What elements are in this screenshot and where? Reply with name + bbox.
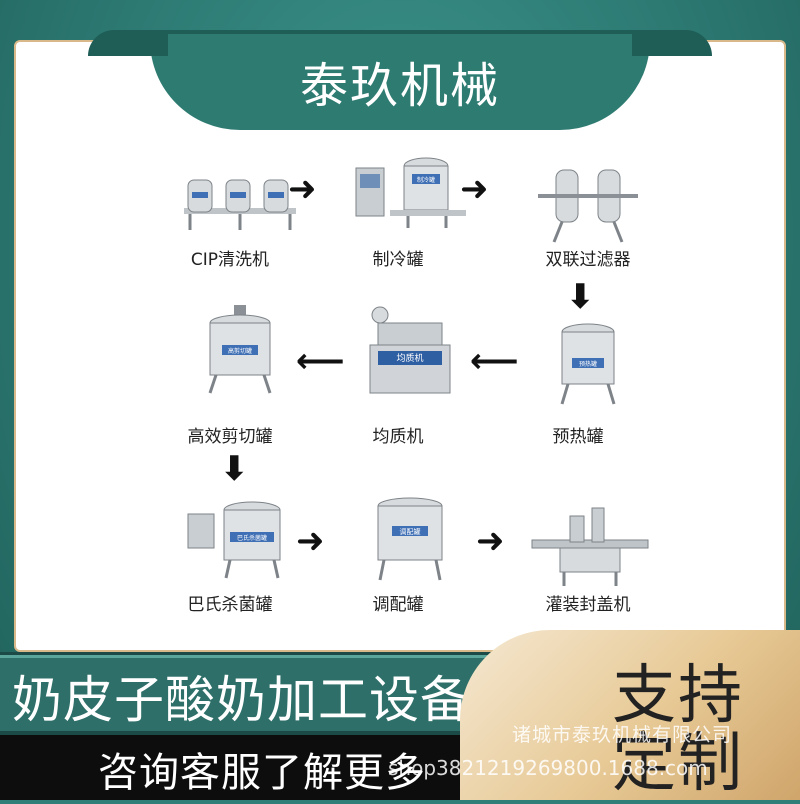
blending-tank-tag: 调配罐 [400, 527, 421, 536]
watermark-url: shop3821219269800.1688.com [388, 756, 708, 780]
label-filling-capping-machine: 灌装封盖机 [545, 595, 631, 615]
label-high-shear-tank: 高效剪切罐 [187, 427, 273, 447]
label-duplex-filter: 双联过滤器 [545, 250, 631, 270]
label-cooling-tank: 制冷罐 [372, 250, 424, 270]
cooling-tank-tag: 制冷罐 [417, 176, 435, 184]
arrow-right-icon: ➜ [296, 521, 325, 561]
preheat-tank-tag: 预热罐 [579, 360, 597, 368]
arrow-down-icon: ⬇ [220, 449, 249, 489]
product-name: 奶皮子酸奶加工设备 [12, 671, 471, 729]
arrow-left-icon: ⟵ [470, 341, 519, 381]
label-cip-cleaner: CIP清洗机 [190, 250, 270, 270]
brand-title: 泰玖机械 [299, 58, 500, 114]
cooling-tank-image: 制冷罐 [350, 148, 470, 238]
custom-line-1: 支持 [612, 659, 744, 733]
cta-band [0, 735, 520, 800]
pasteurizer-tag: 巴氏杀菌罐 [237, 534, 267, 542]
arrow-left-icon: ⟵ [296, 341, 345, 381]
custom-badge [460, 630, 800, 800]
preheat-tank-image: 预热罐 [528, 318, 648, 408]
watermark-company: 诸城市泰玖机械有限公司 [512, 724, 733, 746]
cta-text: 咨询客服了解更多 [98, 750, 426, 796]
duplex-filter-image [528, 158, 648, 248]
label-pasteurizer: 巴氏杀菌罐 [187, 595, 273, 615]
custom-line-2: 定制 [612, 727, 744, 801]
label-blending-tank: 调配罐 [372, 595, 424, 615]
homogenizer-image: 均质机 [350, 305, 470, 395]
arrow-down-icon: ⬇ [566, 277, 595, 317]
arrow-right-icon: ➜ [476, 521, 505, 561]
filling-capping-machine-image [530, 502, 650, 592]
high-shear-tank-image: 高剪切罐 [180, 305, 300, 395]
arrow-right-icon: ➜ [460, 169, 489, 209]
blending-tank-image: 调配罐 [350, 492, 470, 582]
arrow-right-icon: ➜ [288, 169, 317, 209]
pasteurizer-image: 巴氏杀菌罐 [180, 492, 300, 582]
label-homogenizer: 均质机 [372, 427, 424, 447]
homogenizer-tag: 均质机 [396, 352, 423, 364]
label-preheat-tank: 预热罐 [552, 427, 604, 447]
cip-cleaner-image [180, 160, 300, 250]
title-tab [88, 30, 712, 130]
high-shear-tank-tag: 高剪切罐 [228, 347, 252, 355]
product-band [0, 655, 520, 731]
